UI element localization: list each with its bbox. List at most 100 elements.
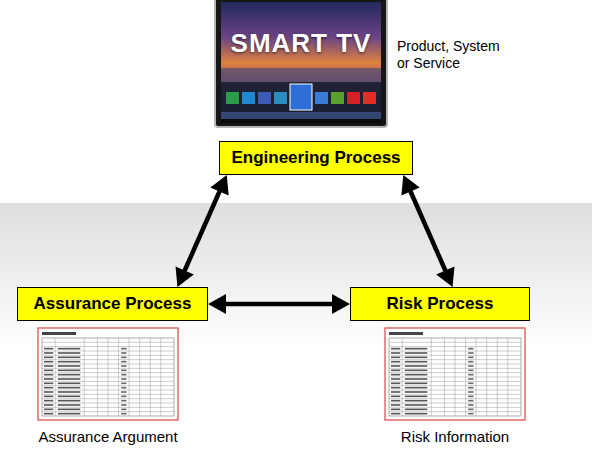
thumbnail-column-line [497, 338, 498, 416]
arrow-shaft [223, 302, 335, 307]
thumbnail-heading-bar [389, 332, 423, 335]
thumbnail-cell-mark [405, 378, 427, 380]
thumbnail-cell-mark [405, 365, 427, 367]
thumbnail-column-line [160, 338, 161, 416]
spec-sheet-thumbnail [38, 328, 178, 420]
process-box: Risk Process [350, 287, 530, 321]
thumbnail-cell-mark [121, 365, 126, 367]
smart-tv-illustration [215, 0, 387, 127]
thumbnail-cell-mark [58, 370, 80, 372]
product-caption: Product, System or Service [397, 38, 513, 72]
thumbnail-cell-mark [391, 391, 400, 393]
arrow-shaft [409, 189, 446, 274]
double-arrow [176, 175, 229, 287]
thumbnail-cell-mark [44, 374, 53, 376]
tv-app-tile [258, 92, 271, 104]
arrow-head [436, 266, 454, 287]
thumbnail-cell-mark [468, 370, 473, 372]
thumbnail-cell-mark [58, 361, 80, 363]
thumbnail-column-line [108, 338, 109, 416]
thumbnail-cell-mark [58, 400, 80, 402]
thumbnail-column-line [139, 338, 140, 416]
thumbnail-column-line [402, 338, 403, 416]
thumbnail-cell-mark [44, 365, 53, 367]
tv-app-tile [331, 92, 344, 104]
thumbnail-column-line [455, 338, 456, 416]
thumbnail-cell-mark [468, 352, 473, 354]
tv-app-tile [242, 92, 255, 104]
thumbnail-cell-mark [44, 404, 53, 406]
arrow-head [176, 266, 194, 287]
thumbnail-column-line [84, 338, 85, 416]
thumbnail-cell-mark [391, 370, 400, 372]
screen-logo: SMART TV [221, 27, 381, 59]
process-box: Engineering Process [219, 141, 413, 175]
thumbnail-cell-mark [121, 357, 126, 359]
thumbnail-cell-mark [121, 409, 126, 411]
thumbnail-table [42, 338, 174, 416]
thumbnail-cell-mark [405, 396, 427, 398]
thumbnail-frame [385, 328, 525, 420]
arrow-head [210, 175, 228, 196]
thumbnail-cell-mark [58, 387, 80, 389]
thumbnail-cell-mark [391, 396, 400, 398]
document-caption: Risk Information [365, 428, 545, 446]
thumbnail-cell-mark [468, 404, 473, 406]
thumbnail-cell-mark [121, 383, 126, 385]
thumbnail-cell-mark [391, 387, 400, 389]
thumbnail-cell-mark [405, 409, 427, 411]
process-label: Engineering Process [231, 148, 400, 168]
thumbnail-cell-mark [44, 357, 53, 359]
thumbnail-cell-mark [58, 383, 80, 385]
thumbnail-cell-mark [58, 348, 80, 350]
thumbnail-cell-mark [58, 374, 80, 376]
thumbnail-cell-mark [44, 378, 53, 380]
thumbnail-column-line [444, 338, 445, 416]
tv-lower-bezel [221, 119, 381, 123]
thumbnail-column-line [486, 338, 487, 416]
thumbnail-cell-mark [58, 413, 80, 415]
thumbnail-column-line [118, 338, 119, 416]
tv-app-bar [221, 82, 381, 112]
thumbnail-cell-mark [391, 365, 400, 367]
thumbnail-cell-mark [44, 383, 53, 385]
thumbnail-cell-mark [468, 391, 473, 393]
thumbnail-cell-mark [44, 396, 53, 398]
thumbnail-cell-mark [44, 400, 53, 402]
thumbnail-cell-mark [44, 387, 53, 389]
thumbnail-cell-mark [121, 361, 126, 363]
thumbnail-cell-mark [391, 357, 400, 359]
thumbnail-cell-mark [405, 357, 427, 359]
thumbnail-cell-mark [44, 409, 53, 411]
thumbnail-cell-mark [391, 413, 400, 415]
thumbnail-cell-mark [121, 404, 126, 406]
thumbnail-cell-mark [58, 409, 80, 411]
thumbnail-cell-mark [391, 400, 400, 402]
arrow-head [208, 294, 226, 314]
thumbnail-column-line [465, 338, 466, 416]
tv-water [221, 68, 381, 119]
thumbnail-column-line [97, 338, 98, 416]
arrow-shaft [183, 189, 220, 274]
thumbnail-cell-mark [391, 361, 400, 363]
thumbnail-cell-mark [58, 352, 80, 354]
thumbnail-cell-mark [44, 348, 53, 350]
tv-app-tile-selected [290, 84, 312, 110]
thumbnail-cell-mark [468, 387, 473, 389]
process-label: Risk Process [387, 294, 494, 314]
thumbnail-cell-mark [468, 365, 473, 367]
process-label: Assurance Process [34, 294, 192, 314]
arrow-head [401, 175, 419, 196]
thumbnail-column-line [129, 338, 130, 416]
thumbnail-cell-mark [121, 374, 126, 376]
thumbnail-cell-mark [468, 383, 473, 385]
thumbnail-cell-mark [44, 413, 53, 415]
thumbnail-cell-mark [58, 391, 80, 393]
thumbnail-cell-mark [44, 352, 53, 354]
thumbnail-column-line [150, 338, 151, 416]
thumbnail-cell-mark [58, 365, 80, 367]
thumbnail-frame [38, 328, 178, 420]
thumbnail-cell-mark [121, 352, 126, 354]
